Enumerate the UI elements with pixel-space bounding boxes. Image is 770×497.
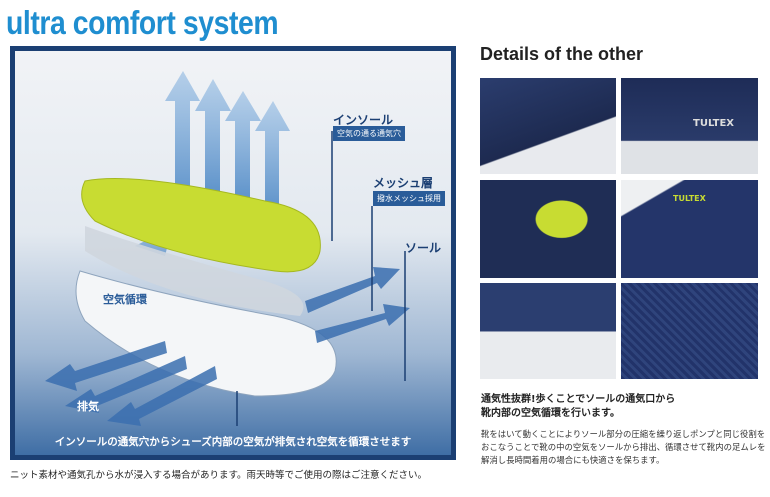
mesh-tag: 撥水メッシュ採用 (373, 191, 445, 206)
comfort-system-diagram: インソール 空気の通る通気穴 メッシュ層 撥水メッシュ採用 ソール 空気循環 排… (10, 46, 456, 460)
details-headline: 通気性抜群!歩くことでソールの通気口から 靴内部の空気循環を行います。 (481, 393, 675, 421)
detail-photo-heel-logo: TULTEX (621, 78, 758, 174)
headline-line-1: 通気性抜群!歩くことでソールの通気口から (481, 394, 676, 405)
detail-photo-knit (621, 283, 758, 379)
sole-icon (75, 270, 337, 397)
detail-photo-collar (480, 180, 616, 278)
insole-icon (81, 178, 321, 273)
sole-label: ソール (405, 241, 442, 255)
details-heading: Details of the other (480, 44, 644, 64)
brand-logo-tongue: TULTEX (673, 194, 706, 203)
headline-line-2: 靴内部の空気循環を行います。 (481, 408, 620, 419)
page-title: ultra comfort system (6, 4, 279, 41)
brand-logo: TULTEX (693, 118, 735, 129)
detail-photo-sole (480, 283, 616, 379)
detail-photo-heel-side (480, 78, 616, 174)
details-body: 靴をはいて動くことによりソール部分の圧縮を繰り返しポンプと同じ役割をおこなうこと… (481, 429, 766, 465)
side-arrows-icon (45, 267, 410, 426)
exhaust-label: 排気 (77, 400, 99, 413)
diagram-banner: インソールの通気穴からシューズ内部の空気が排気され空気を循環させます (54, 436, 412, 448)
mesh-label: メッシュ層 (373, 176, 434, 190)
shoe-layers-illustration (45, 71, 410, 426)
air-circulation-label: 空気循環 (103, 293, 147, 306)
insole-label: インソール (333, 113, 394, 127)
caution-note: ニット素材や通気孔から水が浸入する場合があります。雨天時等でご使用の際はご注意く… (10, 470, 428, 481)
mesh-layer-icon (85, 226, 304, 316)
insole-tag: 空気の通る通気穴 (333, 126, 405, 141)
detail-photo-tongue: TULTEX (621, 180, 758, 278)
